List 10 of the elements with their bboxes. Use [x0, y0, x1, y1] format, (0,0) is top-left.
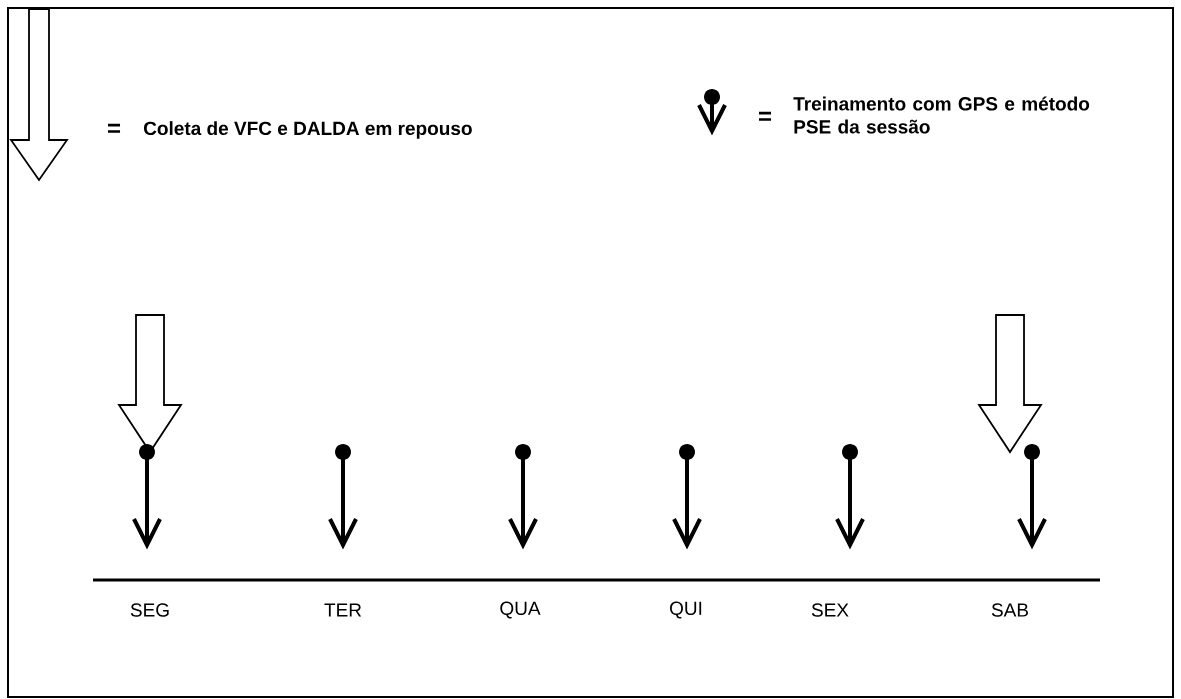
day-label: QUI [670, 601, 702, 619]
equals-sign: = [108, 123, 121, 133]
day-label: SEX [811, 603, 849, 617]
day-label: SEG [130, 603, 169, 617]
day-label: TER [324, 603, 362, 617]
legend-text: Coleta de VFC e DALDA em repouso [144, 121, 472, 139]
day-label: QUA [500, 601, 541, 619]
equals-sign: = [759, 111, 772, 121]
legend-text: Treinamento com GPS e método PSE da sessão [793, 96, 1090, 134]
day-label: SAB [991, 603, 1028, 617]
